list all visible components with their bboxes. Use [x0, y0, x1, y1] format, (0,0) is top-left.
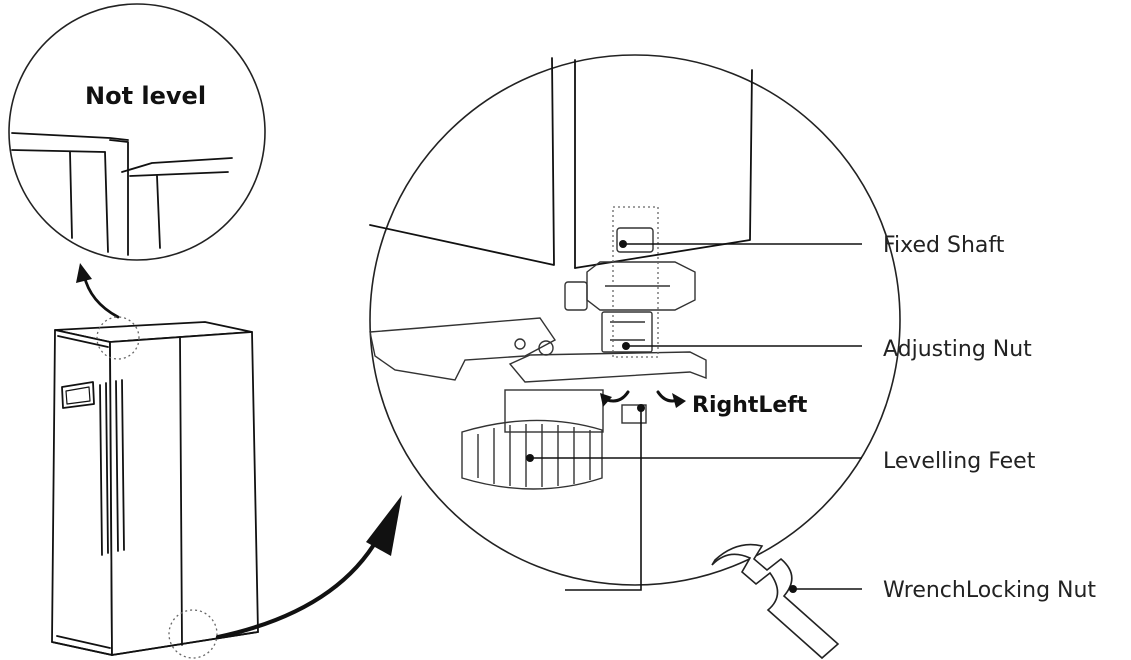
foot-highlight [168, 609, 218, 659]
shaft-dotted-outline [612, 206, 659, 358]
not-level-label: Not level [85, 82, 206, 110]
leader-lines [530, 243, 862, 591]
right-left-label: RightLeft [692, 393, 808, 418]
fixed-shaft-label: Fixed Shaft [883, 233, 1005, 258]
levelling-feet-label: Levelling Feet [883, 449, 1036, 474]
foot-assembly [369, 227, 707, 490]
rotation-arrows [600, 390, 686, 408]
refrigerator [51, 321, 259, 656]
foot-detail-inset: RightLeft [369, 54, 901, 586]
adjusting-nut-label: Adjusting Nut [883, 337, 1032, 362]
not-level-inset: Not level [8, 3, 266, 261]
wrench-locking-nut-label: WrenchLocking Nut [883, 578, 1096, 603]
uneven-top-edges [11, 132, 233, 256]
detail-arrow [215, 495, 402, 640]
inset-arrow [76, 263, 120, 319]
top-corner-highlight [96, 316, 140, 360]
